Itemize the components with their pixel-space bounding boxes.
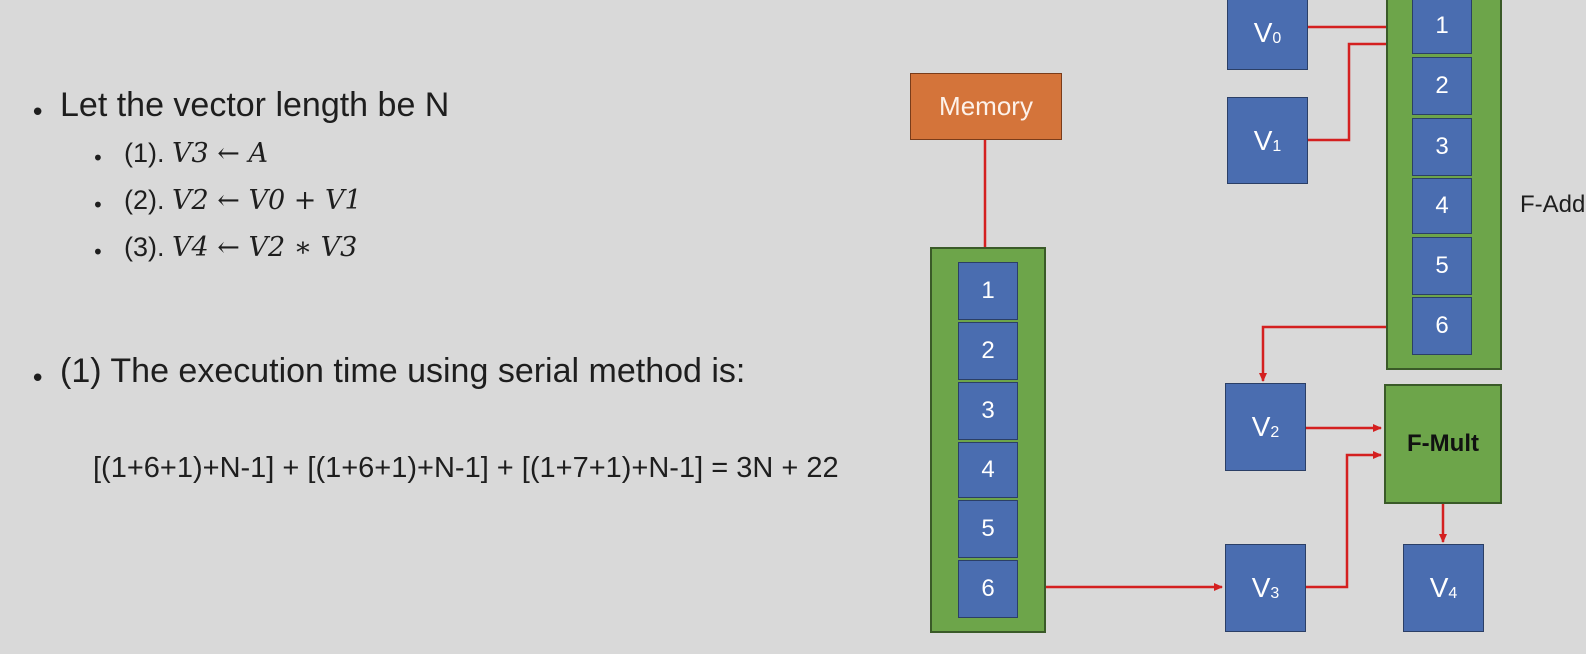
mem-pipe-stage-2: 2 (958, 322, 1018, 380)
sub-bullet-3: (3). V4 ← V2 ∗ V3 (124, 232, 358, 263)
sub-bullet-dot-2: • (92, 193, 104, 217)
execution-time-formula: [(1+6+1)+N-1] + [(1+6+1)+N-1] + [(1+7+1)… (93, 452, 839, 484)
mem-pipe-stage-3: 3 (958, 382, 1018, 440)
bullet-dot-2: • (30, 364, 46, 394)
add-pipe-stage-2: 2 (1412, 57, 1472, 115)
mem-pipe-stage-1: 1 (958, 262, 1018, 320)
sub-bullet-1: (1). V3 ← A (124, 138, 268, 169)
bullet-execution-time: (1) The execution time using serial meth… (60, 352, 746, 390)
mem-pipe-stage-4: 4 (958, 442, 1018, 498)
bullet-vector-length: Let the vector length be N (60, 86, 450, 124)
v1-to-fadd-arrow (1308, 40, 1411, 142)
add-pipe-stage-1: 1 (1412, 0, 1472, 54)
fadd-to-v2-arrow (1259, 325, 1412, 382)
bullet-dot-1: • (30, 98, 46, 128)
mem-pipe-stage-6: 6 (958, 560, 1018, 618)
sub-bullet-dot-3: • (92, 240, 104, 264)
sub-bullet-2: (2). V2 ← V0 + V1 (124, 185, 362, 216)
fmult-box: F-Mult (1384, 384, 1502, 504)
v3-to-fmult-arrow (1306, 451, 1382, 589)
add-pipe-stage-4: 4 (1412, 178, 1472, 234)
sub-bullet-dot-1: • (92, 146, 104, 170)
add-pipe-stage-5: 5 (1412, 237, 1472, 295)
mem-pipe-stage-5: 5 (958, 500, 1018, 558)
add-pipe-stage-3: 3 (1412, 118, 1472, 176)
add-pipe-stage-6: 6 (1412, 297, 1472, 355)
memory-box: Memory (910, 73, 1062, 140)
fadd-label: F-Add (1520, 191, 1586, 218)
